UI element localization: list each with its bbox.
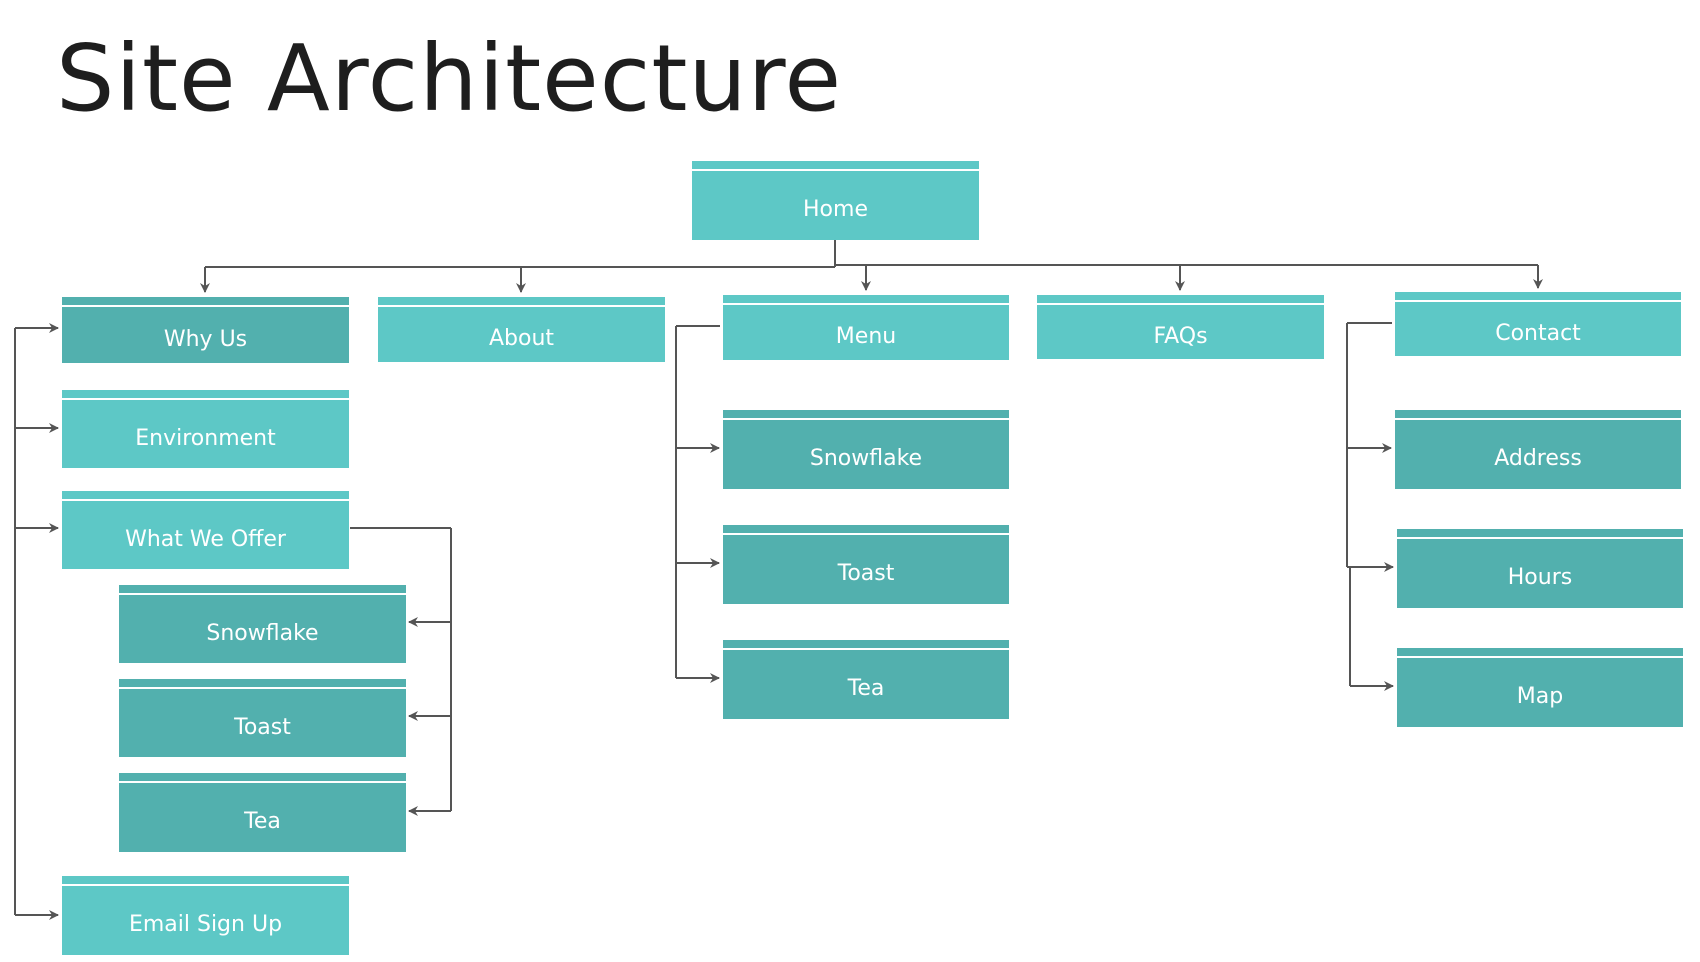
node-what-we-offer-label: What We Offer	[125, 526, 286, 552]
node-menu-toast[interactable]: Toast	[723, 525, 1009, 604]
node-home-label: Home	[803, 197, 868, 222]
node-what-we-offer[interactable]: What We Offer	[62, 491, 349, 569]
node-address[interactable]: Address	[1395, 410, 1681, 489]
node-faqs-label: FAQs	[1153, 323, 1208, 349]
node-menu-tea[interactable]: Tea	[723, 640, 1009, 719]
node-offer-tea-label: Tea	[244, 809, 281, 834]
node-contact-label: Contact	[1495, 320, 1581, 346]
node-about-label: About	[488, 326, 555, 351]
node-email-sign-up-label: Email Sign Up	[128, 912, 283, 937]
node-map[interactable]: Map	[1397, 648, 1683, 727]
node-offer-toast[interactable]: Toast	[119, 679, 406, 757]
node-email-sign-up[interactable]: Email Sign Up	[62, 876, 349, 955]
node-offer-snowflake[interactable]: Snowflake	[119, 585, 406, 663]
node-offer-toast-label: Toast	[234, 714, 291, 740]
node-hours[interactable]: Hours	[1397, 529, 1683, 608]
node-home[interactable]: Home	[692, 161, 979, 240]
node-offer-snowflake-label: Snowflake	[206, 620, 319, 646]
node-about[interactable]: About	[378, 297, 665, 362]
node-menu-snowflake[interactable]: Snowflake	[723, 410, 1009, 489]
node-offer-tea[interactable]: Tea	[119, 773, 406, 852]
node-contact[interactable]: Contact	[1395, 292, 1681, 356]
node-hours-label: Hours	[1507, 565, 1573, 590]
node-menu-label: Menu	[835, 324, 897, 349]
node-why-us[interactable]: Why Us	[62, 297, 349, 363]
node-environment[interactable]: Environment	[62, 390, 349, 468]
node-faqs[interactable]: FAQs	[1037, 295, 1324, 359]
node-menu-toast-label: Toast	[837, 561, 895, 586]
node-menu-snowflake-label: Snowflake	[809, 446, 923, 471]
node-environment-label: Environment	[135, 425, 276, 451]
node-why-us-label: Why Us	[163, 326, 248, 352]
page-title: Site Architecture	[56, 25, 843, 132]
node-address-label: Address	[1494, 446, 1582, 471]
node-map-label: Map	[1516, 684, 1564, 709]
node-menu[interactable]: Menu	[723, 295, 1009, 360]
node-menu-tea-label: Tea	[847, 676, 885, 701]
